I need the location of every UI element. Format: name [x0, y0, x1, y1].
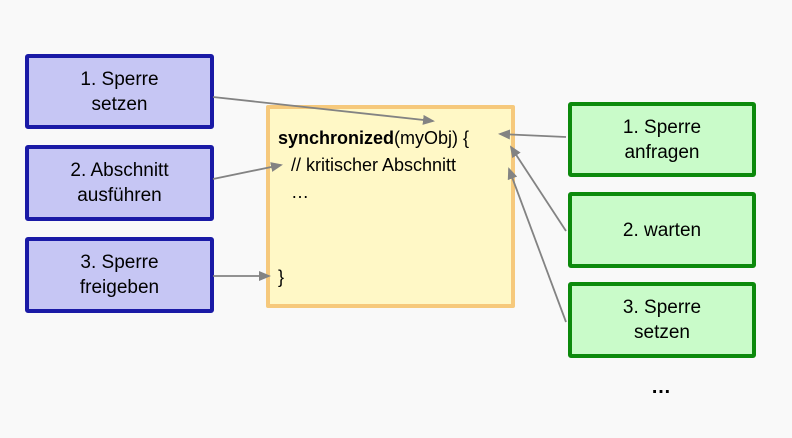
- code-header-rest: (myObj) {: [394, 128, 470, 148]
- left-step-2-label-line2: ausführen: [77, 185, 162, 206]
- code-comment-line: // kritischer Abschnitt: [291, 155, 457, 175]
- left-step-1-box: 1. Sperre setzen: [25, 54, 214, 129]
- code-keyword: synchronized: [278, 128, 395, 148]
- left-step-3-box: 3. Sperre freigeben: [25, 237, 214, 313]
- left-step-2-box: 2. Abschnitt ausführen: [25, 145, 214, 221]
- code-ellipsis-line: …: [291, 182, 309, 202]
- right-step-1-box: 1. Sperre anfragen: [568, 102, 756, 177]
- right-step-3-box: 3. Sperre setzen: [568, 282, 756, 358]
- right-step-1-label-line2: anfragen: [624, 141, 700, 163]
- right-step-2-label-line1: 2. warten: [622, 219, 702, 241]
- right-step-3-label-line2: setzen: [634, 322, 690, 343]
- code-box: synchronized(myObj) { // kritischer Absc…: [266, 105, 515, 308]
- right-step-2-box: 2. warten: [568, 192, 756, 268]
- code-header-line: synchronized(myObj) {: [278, 125, 511, 152]
- left-step-3-label-line2: freigeben: [79, 277, 160, 298]
- left-step-2-label-line1: 2. Abschnitt: [70, 160, 169, 181]
- code-closing-brace: }: [278, 267, 285, 287]
- left-step-1-label-line1: 1. Sperre: [80, 68, 159, 90]
- arrow-right2-to-opening-brace-icon: [509, 145, 567, 232]
- right-column-ellipsis: …: [651, 376, 673, 398]
- right-step-3-label-line1: 3. Sperre: [622, 297, 702, 318]
- left-step-3-label-line1: 3. Sperre: [80, 252, 159, 273]
- arrow-right3-to-opening-brace-icon: [507, 167, 567, 323]
- right-step-1-label-line1: 1. Sperre: [622, 116, 702, 138]
- left-step-1-label-line2: setzen: [91, 93, 148, 115]
